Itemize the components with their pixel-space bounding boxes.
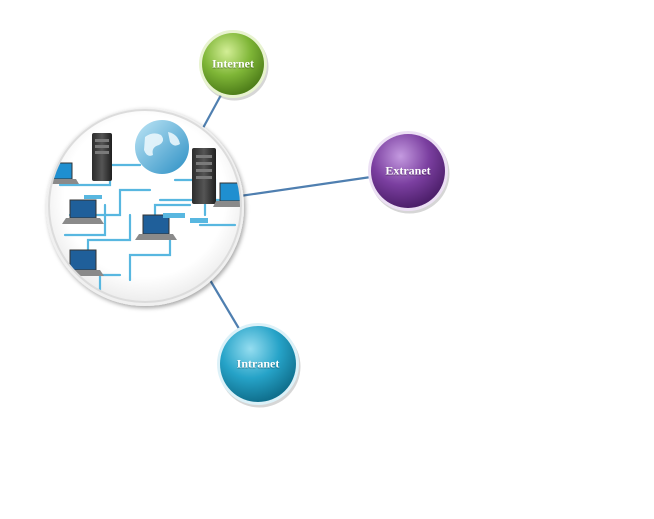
connector-internet	[202, 94, 222, 129]
node-intranet-label: Intranet	[236, 356, 280, 371]
network-computers-icon	[49, 120, 241, 292]
node-extranet[interactable]	[368, 131, 450, 214]
node-internet[interactable]	[199, 30, 269, 101]
node-internet-label: Internet	[212, 56, 254, 71]
connector-extranet	[239, 175, 372, 198]
node-extranet-label: Extranet	[385, 163, 431, 178]
node-intranet[interactable]	[217, 323, 301, 408]
hub-circle	[46, 108, 244, 306]
connector-intranet	[209, 279, 242, 333]
